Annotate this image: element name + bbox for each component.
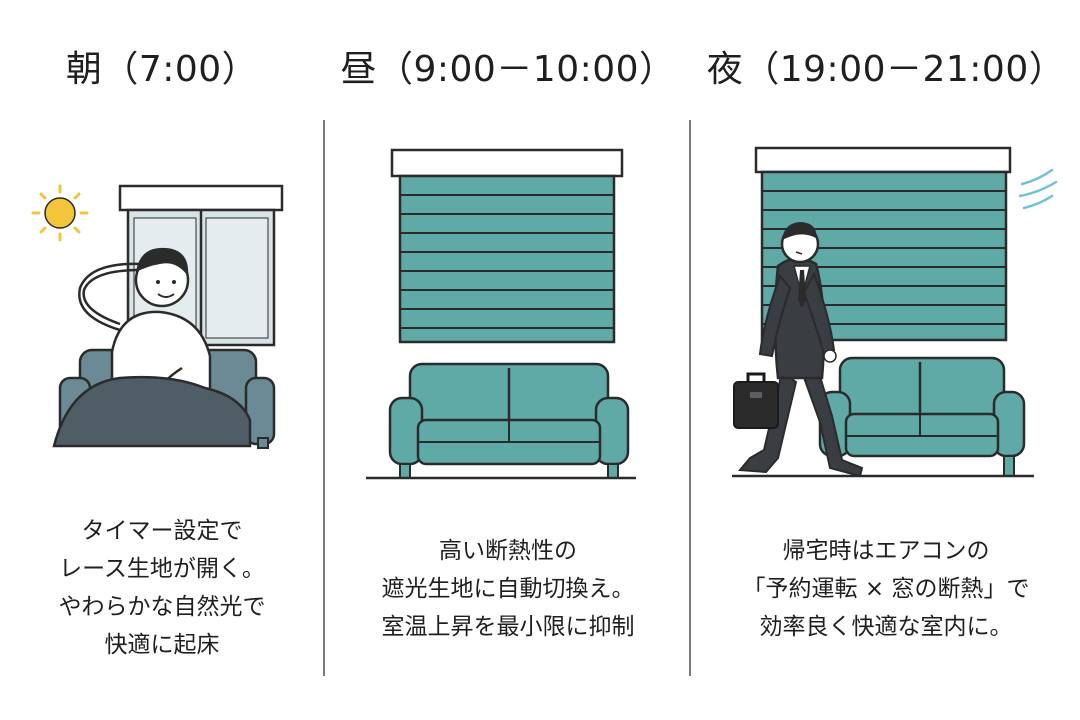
businessman-icon [737, 222, 864, 478]
airflow-icon [1018, 168, 1058, 210]
caption-line: レース生地が開く。 [59, 556, 265, 582]
night-illustration [732, 146, 1058, 478]
divider [323, 120, 325, 676]
caption-line: 「予約運転 × 窓の断熱」で [742, 576, 1030, 602]
caption-line: 室温上昇を最小限に抑制 [381, 614, 635, 640]
daytime-illustration [366, 148, 636, 480]
caption-line: 効率良く快適な室内に。 [759, 614, 1013, 640]
caption-line: タイマー設定で [81, 518, 243, 544]
panel-title-morning: 朝（7:00） [65, 49, 259, 90]
panel-title-night: 夜（19:00－21:00） [706, 49, 1066, 90]
sofa-icon [732, 356, 1034, 478]
caption-line: 快適に起床 [104, 632, 220, 658]
caption-line: 遮光生地に自動切換え。 [381, 576, 635, 602]
morning-illustration [31, 184, 284, 449]
caption-daytime: 高い断熱性の 遮光生地に自動切換え。 室温上昇を最小限に抑制 [326, 532, 690, 646]
caption-night: 帰宅時はエアコンの 「予約運転 × 窓の断熱」で 効率良く快適な室内に。 [692, 532, 1080, 646]
caption-morning: タイマー設定で レース生地が開く。 やわらかな自然光で 快適に起床 [0, 512, 324, 664]
roller-blind-icon [754, 146, 1012, 342]
sofa-icon [366, 362, 636, 480]
roller-blind-icon [390, 148, 624, 344]
caption-line: やわらかな自然光で [58, 594, 266, 620]
panel-title-daytime: 昼（9:00－10:00） [340, 49, 676, 90]
caption-line: 高い断熱性の [439, 538, 577, 564]
sun-icon [31, 184, 89, 242]
divider [689, 120, 691, 676]
panel-night: 夜（19:00－21:00） [692, 0, 1080, 720]
panel-morning: 朝（7:00） [0, 0, 324, 720]
panel-daytime: 昼（9:00－10:00） [326, 0, 690, 720]
briefcase-icon [733, 372, 779, 429]
caption-line: 帰宅時はエアコンの [782, 538, 990, 564]
